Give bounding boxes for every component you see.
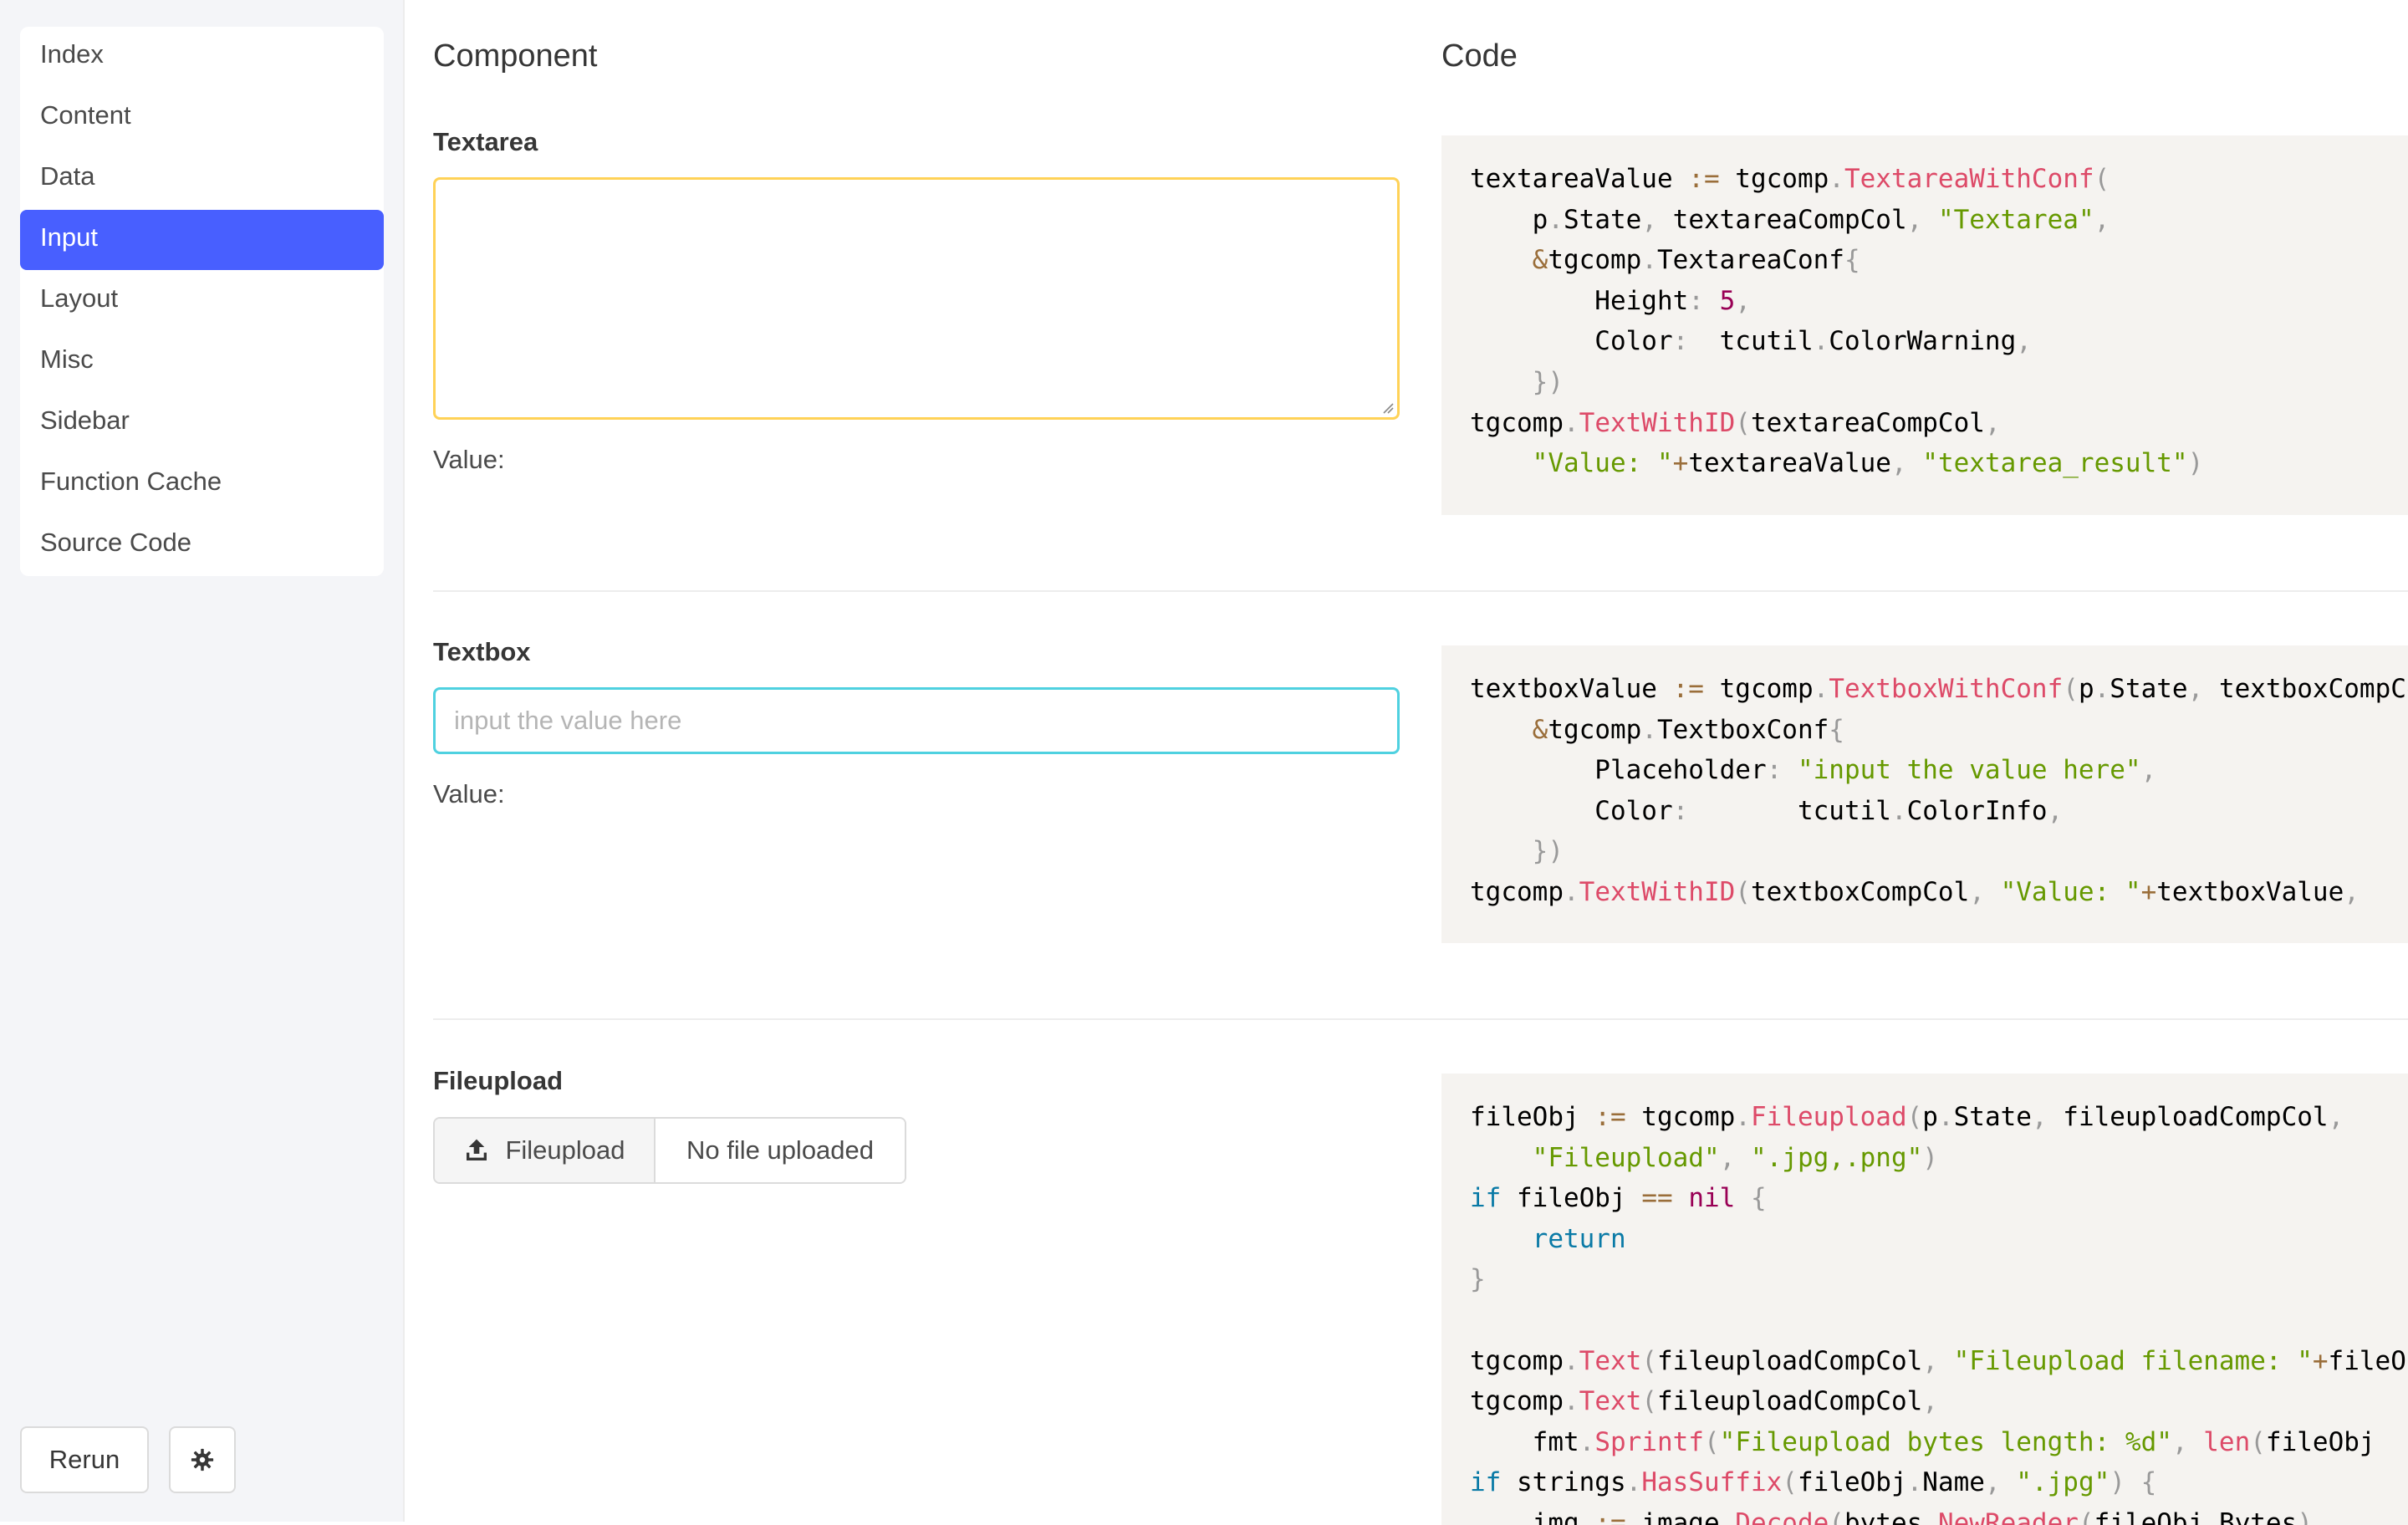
textarea-input[interactable] (433, 177, 1400, 420)
code-line: tgcomp.Text(fileuploadCompCol, "Fileuplo… (1470, 1345, 2408, 1376)
fileupload-code-block: fileObj := tgcomp.Fileupload(p.State, fi… (1441, 1074, 2408, 1525)
fileupload-button[interactable]: Fileupload (435, 1119, 656, 1182)
upload-icon (467, 1139, 487, 1160)
textarea-section-title: Textarea (433, 127, 538, 156)
code-line: &tgcomp.TextboxConf{ (1532, 714, 1844, 745)
sidebar-item-input[interactable]: Input (20, 210, 384, 270)
textbox-section-title: Textbox (433, 637, 531, 666)
code-line: fileObj := tgcomp.Fileupload(p.State, fi… (1470, 1102, 2344, 1132)
code-line: "Value: "+textareaValue, "textarea_resul… (1532, 448, 2204, 479)
sidebar-item-data[interactable]: Data (40, 161, 95, 191)
sidebar-item-layout[interactable]: Layout (40, 283, 119, 313)
code-line: &tgcomp.TextareaConf{ (1532, 245, 1860, 276)
code-line: textareaValue := tgcomp.TextareaWithConf… (1470, 164, 2110, 194)
code-line: textboxValue := tgcomp.TextboxWithConf(p… (1470, 674, 2408, 704)
code-line: }) (1470, 366, 1564, 397)
code-line: "Fileupload", ".jpg,.png") (1532, 1142, 1938, 1173)
rerun-button[interactable]: Rerun (20, 1426, 149, 1493)
textarea-code-block: textareaValue := tgcomp.TextareaWithConf… (1441, 135, 2408, 515)
code-column-title: Code (1441, 38, 1518, 74)
sidebar: Index Content Data Input Layout Misc Sid… (0, 0, 405, 1522)
theme-toggle-button[interactable] (169, 1426, 236, 1493)
resize-handle-icon[interactable] (1380, 400, 1394, 414)
textbox-value-label: Value: (433, 779, 505, 808)
component-column-title: Component (433, 38, 598, 74)
sidebar-item-content[interactable]: Content (40, 100, 131, 130)
code-line: }) (1470, 836, 1564, 867)
code-line: tgcomp.Text(fileuploadCompCol, (1470, 1386, 1938, 1417)
gear-icon (191, 1448, 214, 1471)
textarea-value-label: Value: (433, 445, 505, 474)
code-line: tgcomp.TextWithID(textboxCompCol, "Value… (1470, 876, 2360, 907)
sidebar-item-sidebar[interactable]: Sidebar (40, 405, 130, 435)
section-divider (433, 590, 2408, 592)
code-line: return (1532, 1223, 1626, 1254)
sidebar-item-index[interactable]: Index (40, 39, 104, 69)
code-line: Color: tcutil.ColorInfo, (1470, 795, 2064, 826)
code-line: fmt.Sprintf("Fileupload bytes length: %d… (1470, 1426, 2375, 1457)
sidebar-item-source-code[interactable]: Source Code (40, 528, 191, 557)
code-line: p.State, textareaCompCol, "Textarea", (1470, 204, 2110, 235)
code-line: if fileObj == nil { (1470, 1183, 1767, 1214)
sidebar-nav: Index Content Data Input Layout Misc Sid… (20, 27, 384, 576)
fileupload-control[interactable]: Fileupload No file uploaded (433, 1117, 906, 1184)
section-divider (433, 1018, 2408, 1020)
code-line: img := image.Decode(bytes.NewReader(file… (1470, 1507, 2313, 1525)
textbox-code-block: textboxValue := tgcomp.TextboxWithConf(p… (1441, 645, 2408, 943)
fileupload-button-label: Fileupload (505, 1135, 625, 1165)
sidebar-actions: Rerun (20, 1426, 236, 1493)
code-line: Color: tcutil.ColorWarning, (1470, 326, 2032, 357)
sidebar-item-function-cache[interactable]: Function Cache (40, 467, 222, 496)
sidebar-item-misc[interactable]: Misc (40, 344, 94, 374)
textbox-input[interactable] (433, 687, 1400, 754)
code-line: Height: 5, (1470, 285, 1751, 316)
code-line: if strings.HasSuffix(fileObj.Name, ".jpg… (1470, 1467, 2157, 1498)
code-line: tgcomp.TextWithID(textareaCompCol, (1470, 407, 2001, 438)
code-line: Placeholder: "input the value here", (1470, 755, 2157, 786)
fileupload-section-title: Fileupload (433, 1066, 563, 1095)
code-line: } (1470, 1264, 1486, 1295)
fileupload-status: No file uploaded (656, 1119, 905, 1182)
